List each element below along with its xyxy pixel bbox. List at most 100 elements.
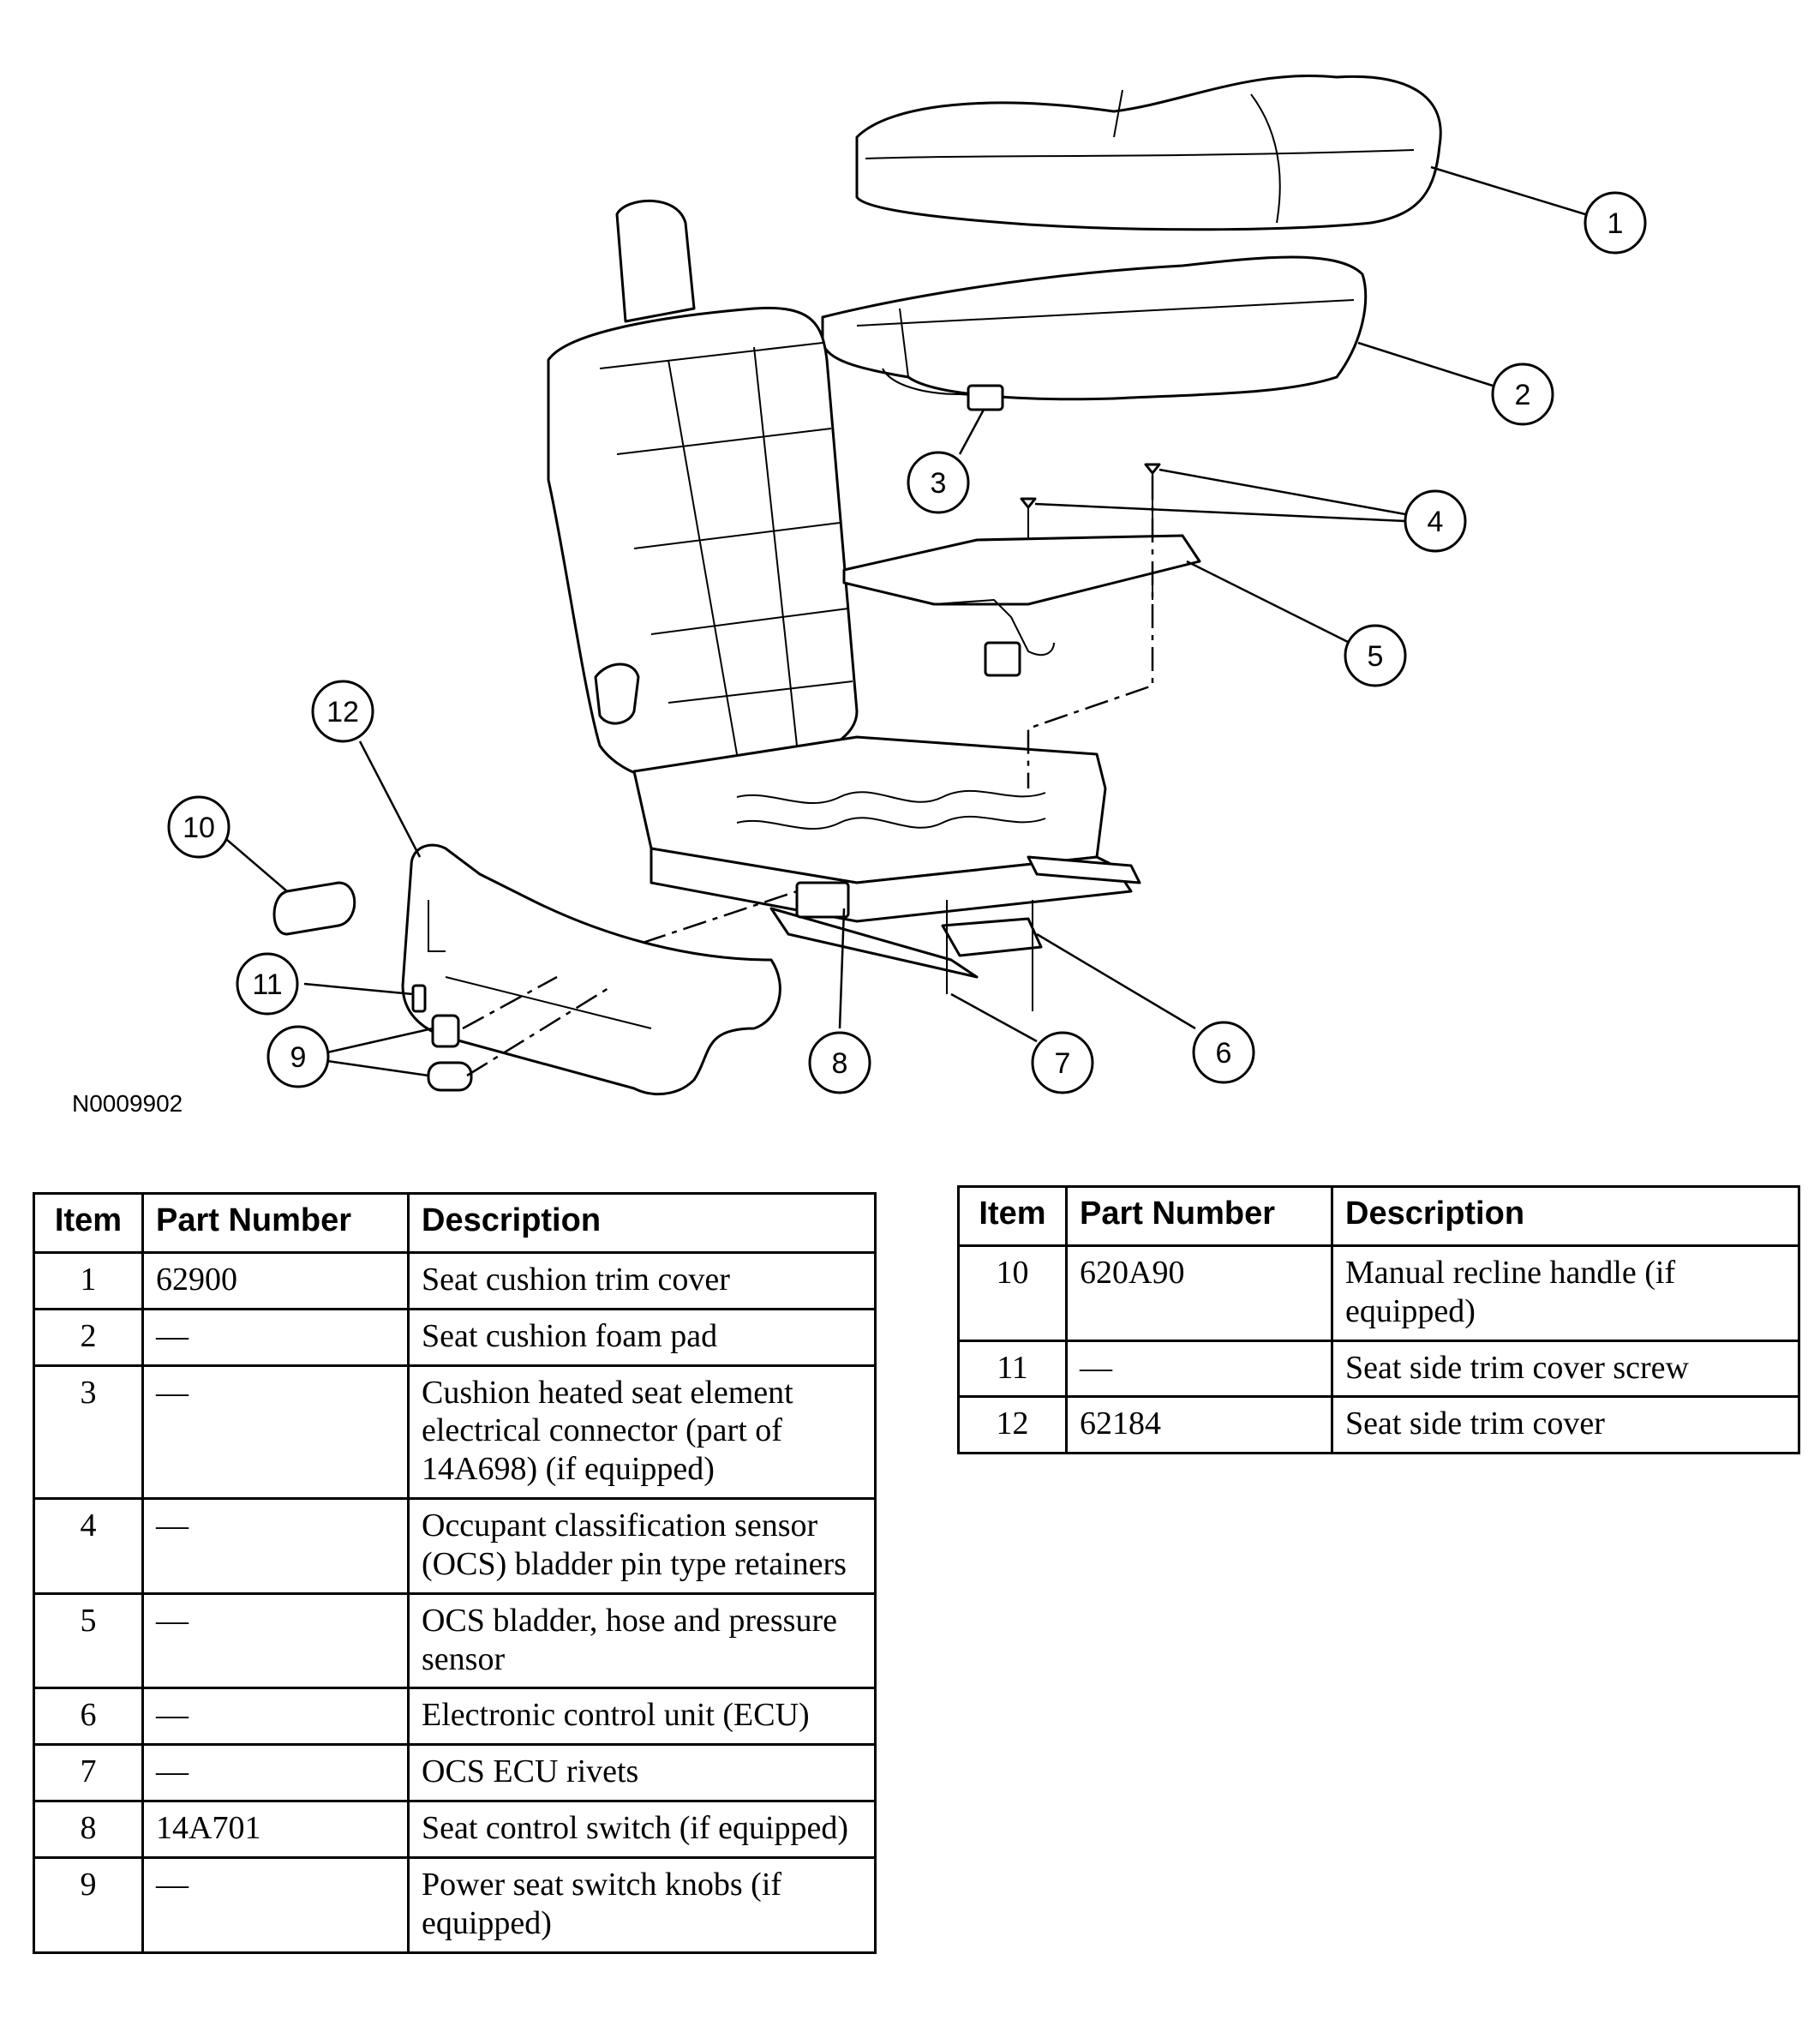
callout-2-label: 2 <box>1515 379 1531 411</box>
header-item: Item <box>957 1185 1068 1247</box>
header-description: Description <box>1331 1185 1800 1247</box>
seat-frame <box>632 735 1141 979</box>
description-cell: Occupant classification sensor (OCS) bla… <box>407 1497 877 1595</box>
callout-9-label: 9 <box>290 1041 307 1074</box>
electronic-control-unit <box>941 917 1043 957</box>
description-cell: OCS ECU rivets <box>407 1743 877 1803</box>
description-cell: OCS bladder, hose and pressure sensor <box>407 1591 877 1690</box>
table-row: 5—OCS bladder, hose and pressure sensor <box>33 1591 877 1690</box>
ocs-bladder <box>842 534 1201 677</box>
ocs-ecu-rivets <box>946 900 1033 1011</box>
description-cell: Seat side trim cover <box>1331 1395 1800 1455</box>
callout-1-label: 1 <box>1607 207 1624 240</box>
description-cell: Seat control switch (if equipped) <box>407 1800 877 1859</box>
callout-9: 9 <box>266 1025 330 1088</box>
table-row: 4—Occupant classification sensor (OCS) b… <box>33 1497 877 1595</box>
callout-8-label: 8 <box>832 1047 848 1080</box>
part-number-cell: 62184 <box>1065 1395 1333 1455</box>
item-cell: 12 <box>957 1395 1068 1455</box>
callout-2: 2 <box>1491 363 1554 426</box>
item-cell: 10 <box>957 1244 1068 1342</box>
seat-exploded-diagram: 1 2 3 4 5 6 7 8 9 10 11 12 <box>167 74 1647 1096</box>
description-cell: Manual recline handle (if equipped) <box>1331 1244 1800 1342</box>
seat-cushion-trim-cover <box>855 74 1442 231</box>
callout-5-label: 5 <box>1368 640 1384 673</box>
item-cell: 3 <box>33 1364 144 1501</box>
item-cell: 5 <box>33 1591 144 1690</box>
callout-12: 12 <box>311 680 374 743</box>
header-part-number: Part Number <box>141 1192 410 1254</box>
part-number-cell: — <box>141 1307 410 1367</box>
item-cell: 1 <box>33 1251 144 1310</box>
callout-5: 5 <box>1344 624 1407 687</box>
table-row: 2—Seat cushion foam pad <box>33 1307 877 1367</box>
callout-4-label: 4 <box>1428 506 1444 538</box>
callout-12-label: 12 <box>326 696 359 728</box>
part-number-cell: — <box>141 1364 410 1501</box>
power-seat-switch-knobs <box>427 1014 473 1092</box>
item-cell: 9 <box>33 1855 144 1954</box>
legend-header-row: Item Part Number Description <box>33 1192 877 1254</box>
item-cell: 7 <box>33 1743 144 1803</box>
part-number-cell: — <box>141 1687 410 1747</box>
part-number-cell: — <box>141 1855 410 1954</box>
seat-cushion-foam-pad <box>821 255 1368 401</box>
header-description: Description <box>407 1192 877 1254</box>
part-number-cell: 14A701 <box>141 1800 410 1859</box>
callout-10-label: 10 <box>183 812 215 844</box>
figure-id: N0009902 <box>72 1090 183 1117</box>
manual-recline-handle <box>272 881 356 936</box>
seat-side-trim-cover <box>401 843 781 1096</box>
header-part-number: Part Number <box>1065 1185 1333 1247</box>
part-number-cell: — <box>141 1591 410 1690</box>
description-cell: Seat cushion trim cover <box>407 1251 877 1310</box>
heated-seat-connector <box>882 368 1004 411</box>
description-cell: Cushion heated seat element electrical c… <box>407 1364 877 1501</box>
leader-lines <box>196 165 1586 1077</box>
part-number-cell: — <box>1065 1339 1333 1399</box>
table-row: 11—Seat side trim cover screw <box>957 1339 1800 1399</box>
table-row: 3—Cushion heated seat element electrical… <box>33 1364 877 1501</box>
callout-4: 4 <box>1404 489 1467 553</box>
seat-control-switch <box>795 881 850 919</box>
part-number-cell: 620A90 <box>1065 1244 1333 1342</box>
table-row: 6—Electronic control unit (ECU) <box>33 1687 877 1747</box>
legend-header-row: Item Part Number Description <box>957 1185 1800 1247</box>
table-row: 7—OCS ECU rivets <box>33 1743 877 1803</box>
callout-3: 3 <box>907 451 970 514</box>
callout-11-label: 11 <box>252 968 282 1001</box>
item-cell: 8 <box>33 1800 144 1859</box>
description-cell: Seat side trim cover screw <box>1331 1339 1800 1399</box>
callout-6: 6 <box>1192 1021 1255 1084</box>
description-cell: Electronic control unit (ECU) <box>407 1687 877 1747</box>
callout-10: 10 <box>167 795 230 859</box>
callout-8: 8 <box>808 1031 871 1094</box>
callout-1: 1 <box>1584 191 1647 255</box>
description-cell: Seat cushion foam pad <box>407 1307 877 1367</box>
header-item: Item <box>33 1192 144 1254</box>
callout-7-label: 7 <box>1055 1047 1071 1080</box>
item-cell: 6 <box>33 1687 144 1747</box>
callout-7: 7 <box>1031 1031 1094 1094</box>
assembly-lines <box>462 476 1154 1077</box>
part-number-cell: — <box>141 1743 410 1803</box>
item-cell: 11 <box>957 1339 1068 1399</box>
item-cell: 2 <box>33 1307 144 1367</box>
part-number-cell: — <box>141 1497 410 1595</box>
callout-3-label: 3 <box>931 467 947 500</box>
description-cell: Power seat switch knobs (if equipped) <box>407 1855 877 1954</box>
part-number-cell: 62900 <box>141 1251 410 1310</box>
callout-6-label: 6 <box>1216 1037 1232 1070</box>
callout-11: 11 <box>236 952 299 1016</box>
item-cell: 4 <box>33 1497 144 1595</box>
table-row: 9—Power seat switch knobs (if equipped) <box>33 1855 877 1954</box>
trim-cover-screw <box>411 984 427 1013</box>
